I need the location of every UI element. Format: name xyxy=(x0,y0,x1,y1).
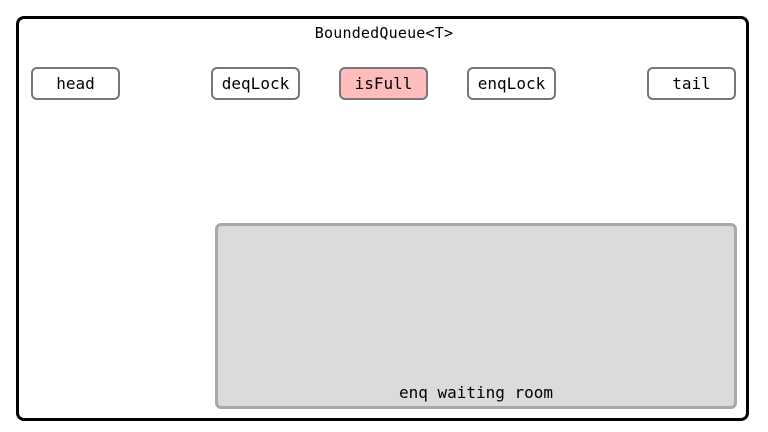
field-isfull: isFull xyxy=(339,67,428,100)
field-deqlock: deqLock xyxy=(211,67,300,100)
diagram-title: BoundedQueue<T> xyxy=(314,24,454,42)
field-head: head xyxy=(31,67,120,100)
waiting-room-label: enq waiting room xyxy=(398,383,554,402)
enq-waiting-room: enq waiting room xyxy=(215,223,737,409)
field-tail: tail xyxy=(647,67,736,100)
field-enqlock: enqLock xyxy=(467,67,556,100)
